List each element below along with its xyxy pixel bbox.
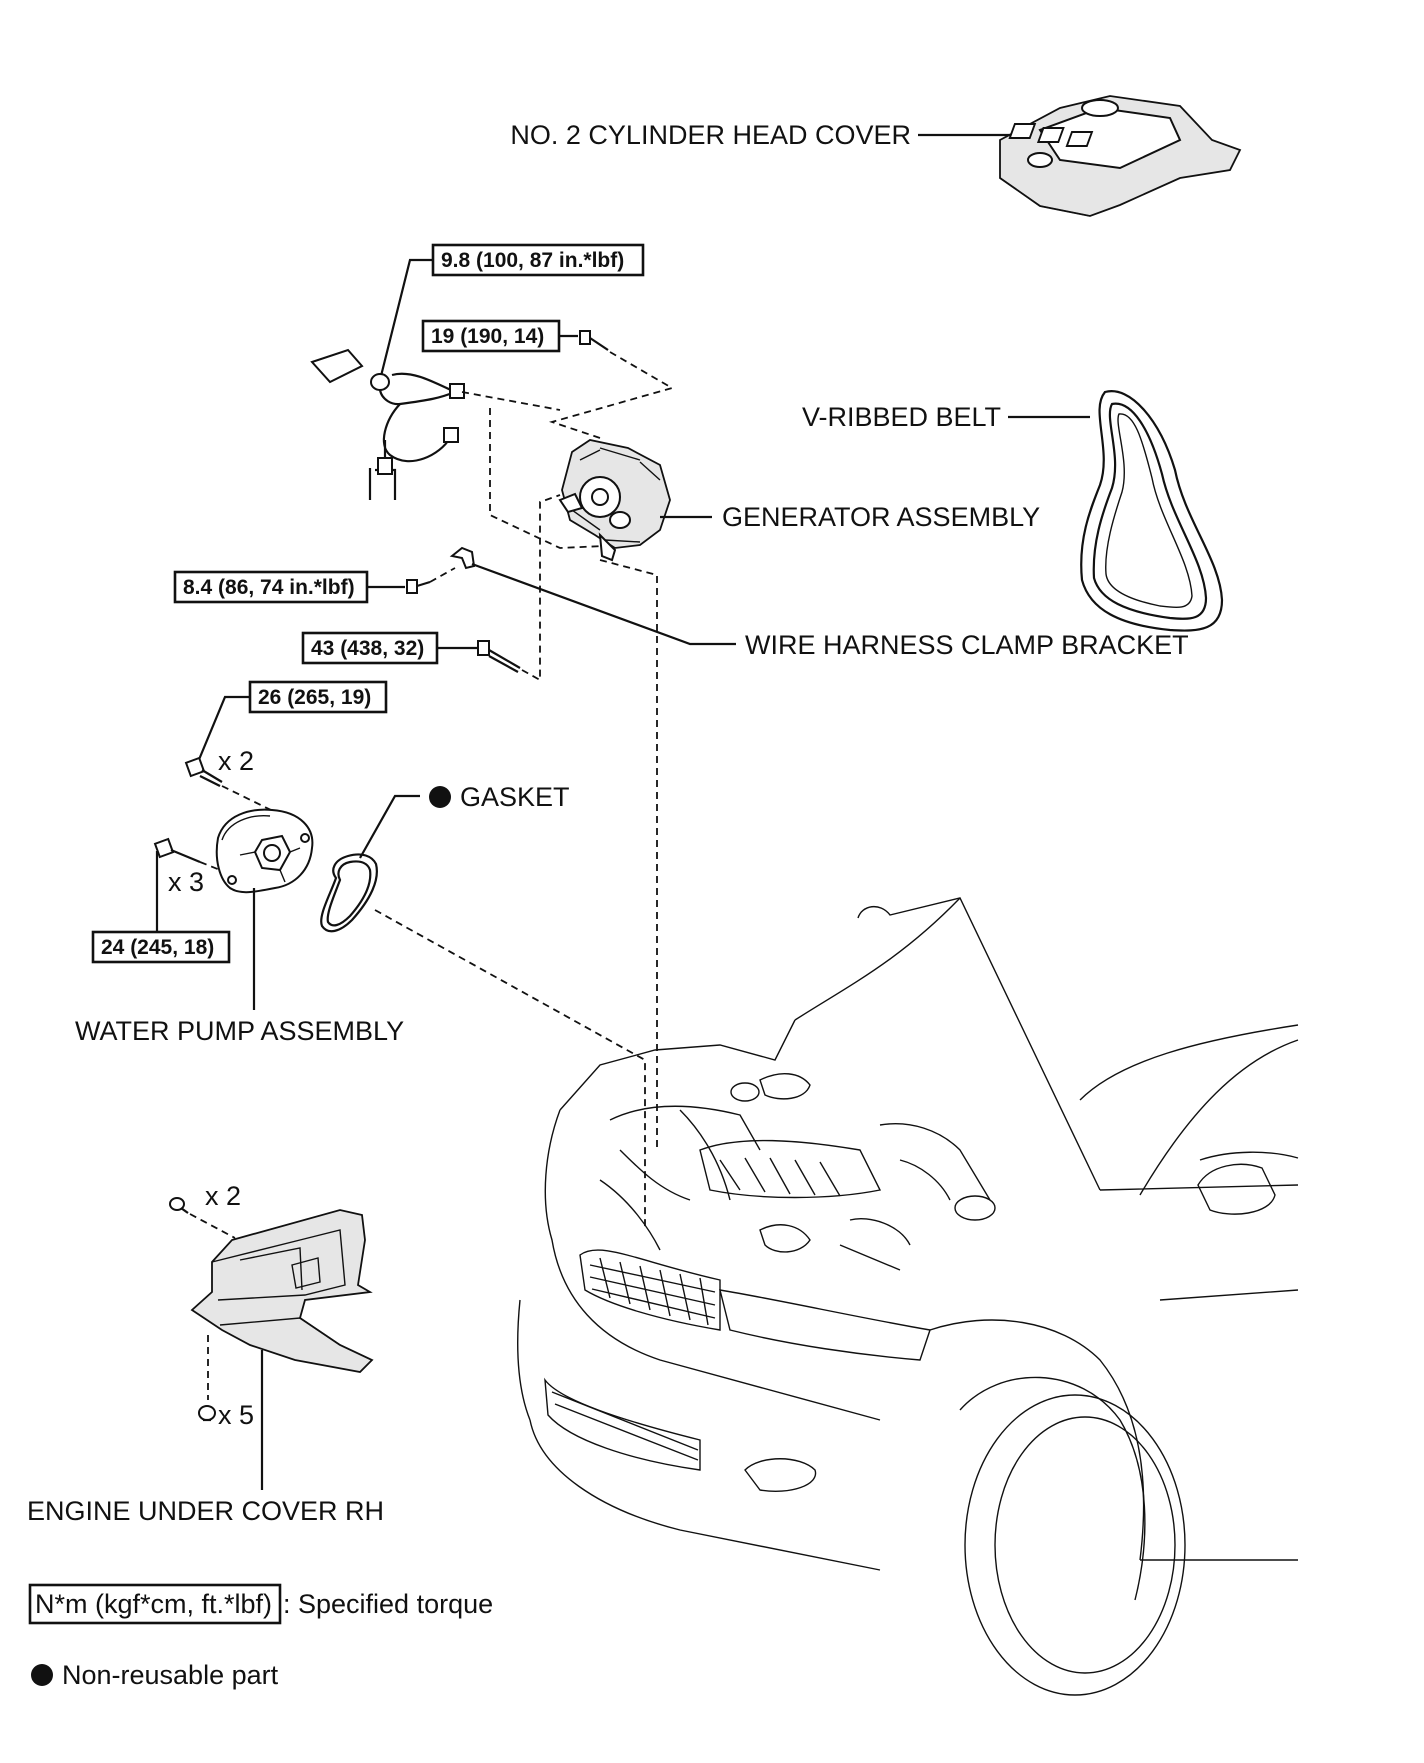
v-ribbed-belt-part [1080,390,1224,632]
bolt-19-dash [548,351,675,439]
bolt-under-cover-bottom [198,1405,216,1422]
gasket-label: GASKET [460,782,570,812]
bolt-24 [153,837,201,864]
torque-box-6 [91,930,231,964]
torque-value-1: 9.8 (100, 87 in.*lbf) [441,249,624,272]
qty-label-1: x 2 [218,746,254,776]
torque-value-3: 8.4 (86, 74 in.*lbf) [183,576,355,599]
torque-1-leader [378,258,433,381]
qty-label-2: x 3 [168,867,204,897]
wire-harness-clamp-bracket-part [449,546,476,570]
legend-torque-box-text: N*m (kgf*cm, ft.*lbf) [35,1589,272,1619]
torque-value-2: 19 (190, 14) [431,325,544,348]
nonreusable-mark-gasket [429,786,451,808]
clamp-bracket-label: WIRE HARNESS CLAMP BRACKET [745,630,1189,660]
water-pump-label: WATER PUMP ASSEMBLY [75,1016,404,1046]
engine-under-cover-part [190,1209,374,1373]
qty-label-4: x 5 [218,1400,254,1430]
generator-to-engine-dash [599,559,658,1150]
generator-label: GENERATOR ASSEMBLY [722,502,1040,532]
v-belt-label: V-RIBBED BELT [802,402,1001,432]
legend-nonreusable-mark [31,1664,53,1686]
bolt-26-dash [221,785,276,813]
bolt-8-4-dash [429,567,456,583]
gasket-leader [359,794,420,859]
bolt-24-dash [199,861,221,871]
torque-value-5: 26 (265, 19) [258,686,371,709]
engine-bay [599,1073,996,1271]
torque-value-4: 43 (438, 32) [311,637,424,660]
torque-box-4 [301,631,439,665]
harness-dash-1 [461,391,561,411]
torque-box-3 [173,570,369,604]
bolt-43 [477,640,521,673]
bolt-43-dash [521,494,561,682]
bolt-8-4 [406,579,431,594]
legend-nonreusable-text: Non-reusable part [62,1660,279,1690]
water-pump-assembly-part [215,808,314,894]
legend-torque-text: : Specified torque [283,1589,493,1619]
vehicle-outline [517,897,1299,1696]
grille-pattern [589,1257,716,1326]
torque-5-leader [196,695,250,763]
wire-harness-part [310,348,465,500]
under-cover-label: ENGINE UNDER COVER RH [27,1496,384,1526]
head-cover-label: NO. 2 CYLINDER HEAD COVER [510,120,911,150]
legend-torque-box [28,1583,282,1625]
bolt-19 [579,330,609,351]
bolt-26 [184,756,223,787]
cylinder-head-cover-part [999,95,1242,217]
harness-dash-2 [489,408,626,549]
gasket-part [320,853,378,933]
gasket-to-engine-dash [374,909,646,1230]
torque-box-2 [421,319,561,353]
torque-value-6: 24 (245, 18) [101,936,214,959]
qty-label-3: x 2 [205,1181,241,1211]
clamp-bracket-leader [471,562,736,646]
under-cover-top-dash [189,1213,236,1239]
bolt-under-cover-top [169,1197,189,1214]
generator-assembly-part [558,439,671,562]
